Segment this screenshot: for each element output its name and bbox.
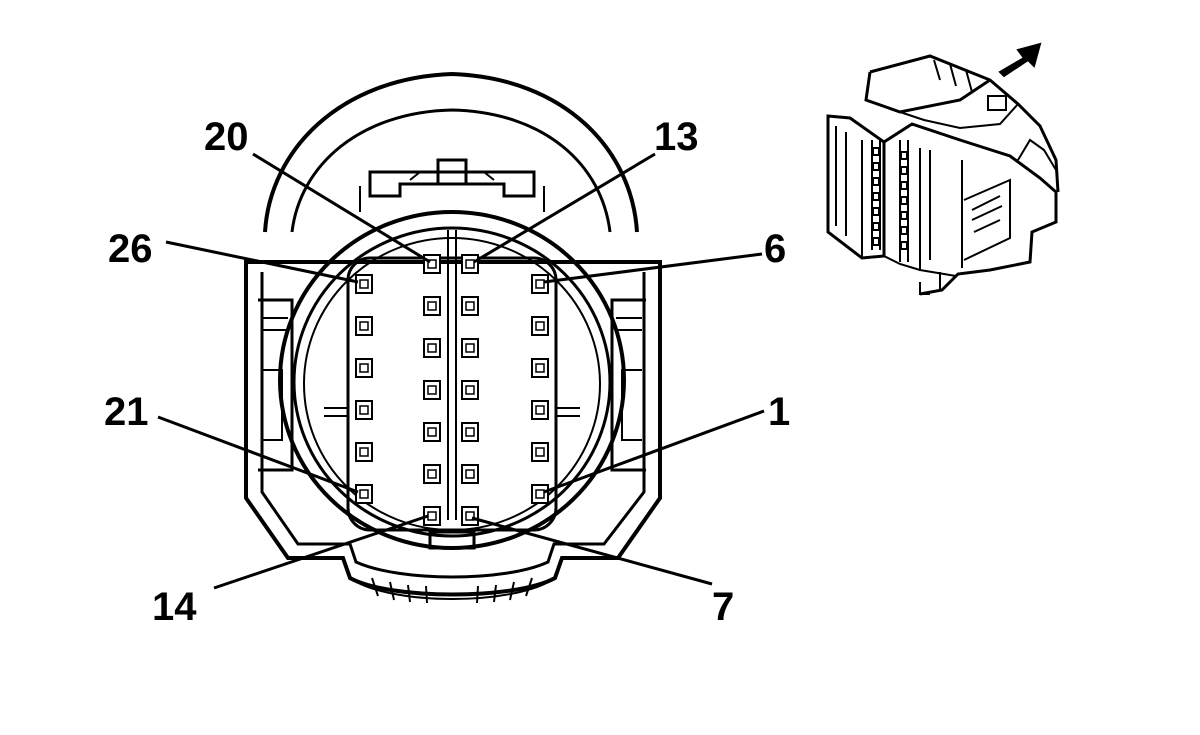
pin-inner-right-6-contact	[465, 469, 475, 479]
leader-7	[471, 516, 713, 586]
pin-outer-right-6	[531, 484, 549, 504]
pin-cavity	[346, 256, 558, 532]
pin-outer-left-6-contact	[359, 489, 369, 499]
inset-pin	[900, 166, 908, 175]
connector-body-inner-outline	[260, 272, 646, 579]
pin-outer-right-4-contact	[535, 405, 545, 415]
bottom-key	[428, 530, 476, 550]
pin-label-21: 21	[104, 390, 149, 434]
pin-number-labels: 20 13 26 6 21 1 14 7	[104, 115, 790, 629]
pin-inner-left-6	[423, 464, 441, 484]
pin-inner-right-5-contact	[465, 427, 475, 437]
pin-outer-right-5-contact	[535, 447, 545, 457]
pin-outer-left-1-contact	[359, 279, 369, 289]
inset-pin	[900, 151, 908, 160]
inset-pin	[900, 211, 908, 220]
pin-inner-right-5	[461, 422, 479, 442]
pin-label-1: 1	[768, 390, 790, 434]
leader-14	[213, 514, 429, 590]
pin-outer-right-3	[531, 358, 549, 378]
arrow-up-right-icon	[998, 42, 1042, 78]
pin-inner-left-5	[423, 422, 441, 442]
leader-26	[165, 240, 359, 284]
top-latch	[359, 158, 545, 212]
leader-13	[473, 152, 656, 264]
pin-inner-right-7	[461, 506, 479, 526]
inset-pin	[872, 192, 880, 201]
pin-inner-right-1-contact	[465, 259, 475, 269]
leader-20	[252, 152, 431, 264]
inset-pin	[900, 241, 908, 250]
pin-outer-left-2-contact	[359, 321, 369, 331]
inset-pin	[872, 207, 880, 216]
pin-outer-right-1-contact	[535, 279, 545, 289]
leader-lines	[157, 152, 765, 590]
insert-middle-ring	[292, 226, 612, 538]
pin-outer-right-5	[531, 442, 549, 462]
pin-inner-right-2	[461, 296, 479, 316]
pin-inner-left-2	[423, 296, 441, 316]
pin-label-13: 13	[654, 115, 699, 159]
connector-face	[244, 71, 662, 604]
pin-inner-right-6	[461, 464, 479, 484]
pin-label-20: 20	[204, 115, 249, 159]
pin-inner-left-3	[423, 338, 441, 358]
pin-outer-left-1	[355, 274, 373, 294]
pin-label-26: 26	[108, 227, 153, 271]
pin-inner-right-1	[461, 254, 479, 274]
connector-hood-inner	[290, 108, 612, 233]
inset-pin	[872, 177, 880, 186]
pin-label-7: 7	[712, 585, 734, 629]
key-bar-right	[556, 407, 580, 417]
leader-21	[157, 415, 359, 494]
pin-inner-left-4-contact	[427, 385, 437, 395]
pin-outer-left-5	[355, 442, 373, 462]
pin-outer-right-1	[531, 274, 549, 294]
pin-inner-left-3-contact	[427, 343, 437, 353]
leader-1	[543, 409, 765, 494]
inset-pin	[872, 147, 880, 156]
leader-6	[543, 252, 763, 284]
pin-inner-left-1	[423, 254, 441, 274]
pin-outer-left-4-contact	[359, 405, 369, 415]
inset-pin	[872, 222, 880, 231]
pin-label-14: 14	[152, 585, 197, 629]
pin-inner-right-7-contact	[465, 511, 475, 521]
pin-inner-right-2-contact	[465, 301, 475, 311]
bottom-ribs	[349, 577, 556, 604]
inset-pin	[900, 181, 908, 190]
key-bar-left	[324, 407, 348, 417]
pin-outer-right-6-contact	[535, 489, 545, 499]
inset-pin	[900, 196, 908, 205]
center-divider	[447, 230, 457, 520]
pin-inner-left-2-contact	[427, 301, 437, 311]
pin-inner-right-3-contact	[465, 343, 475, 353]
connector-perspective-view	[826, 54, 1060, 296]
pin-inner-left-4	[423, 380, 441, 400]
inset-pin	[872, 237, 880, 246]
side-latch-right	[610, 298, 646, 472]
pin-outer-left-3	[355, 358, 373, 378]
pin-outer-left-2	[355, 316, 373, 336]
pin-outer-left-6	[355, 484, 373, 504]
inset-pin	[900, 226, 908, 235]
pin-outer-left-5-contact	[359, 447, 369, 457]
pin-inner-left-6-contact	[427, 469, 437, 479]
pin-outer-right-2	[531, 316, 549, 336]
pin-outer-right-3-contact	[535, 363, 545, 373]
pin-inner-left-1-contact	[427, 259, 437, 269]
pin-outer-left-3-contact	[359, 363, 369, 373]
pin-inner-left-5-contact	[427, 427, 437, 437]
pin-label-6: 6	[764, 227, 786, 271]
pin-inner-right-3	[461, 338, 479, 358]
inset-pin	[872, 162, 880, 171]
connector-hood-outline	[263, 71, 639, 233]
pin-grid	[355, 254, 549, 526]
pin-outer-right-4	[531, 400, 549, 420]
pin-outer-left-4	[355, 400, 373, 420]
pin-inner-right-4-contact	[465, 385, 475, 395]
pin-inner-right-4	[461, 380, 479, 400]
pin-outer-right-2-contact	[535, 321, 545, 331]
